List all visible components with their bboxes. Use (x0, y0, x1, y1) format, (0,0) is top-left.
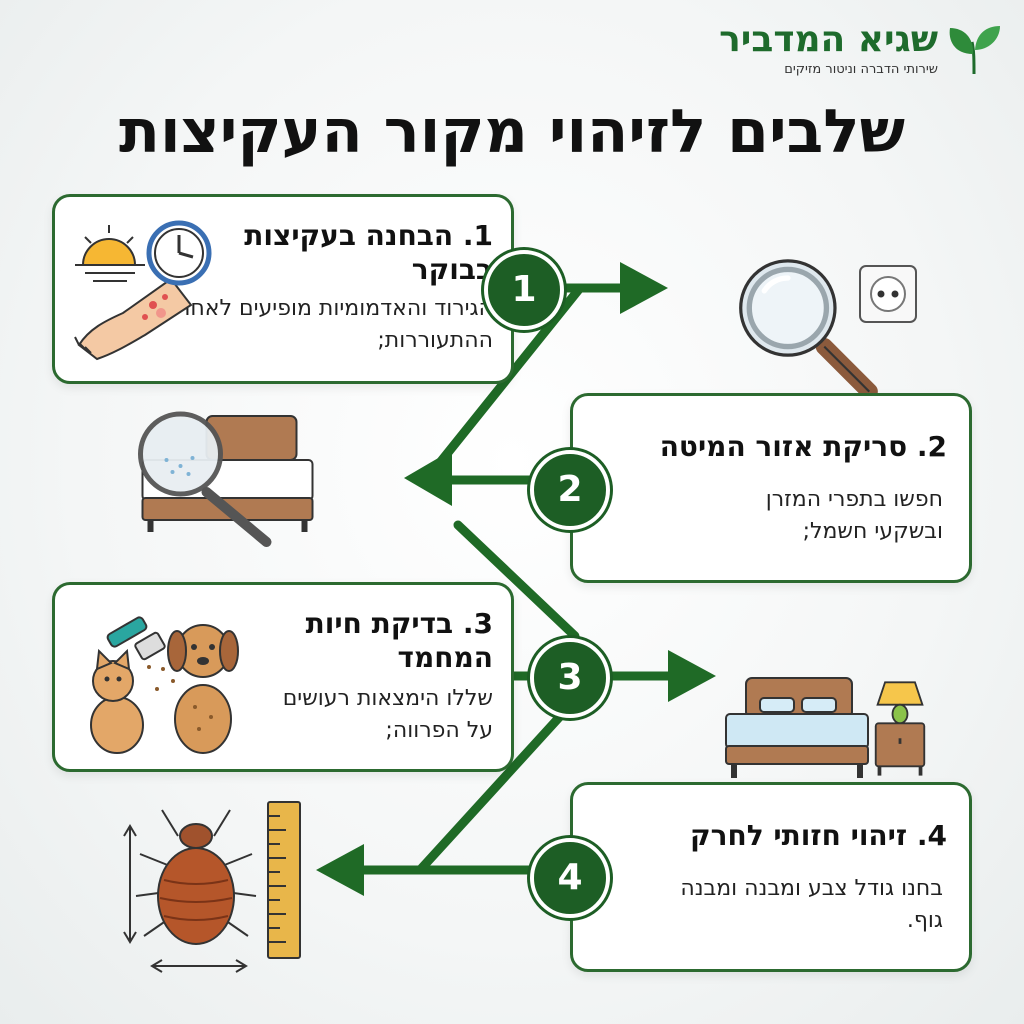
morning-bite-icon (74, 220, 212, 361)
arrow-head-1 (620, 262, 668, 314)
leaf-icon (949, 26, 1000, 75)
magnifier-icon (739, 259, 878, 401)
ruler-icon (267, 801, 301, 959)
bed-icon (725, 677, 869, 778)
step-1-badge: 1 (484, 250, 564, 330)
step-1-title: 1. הבחנה בעקיצות בבוקר (244, 219, 493, 286)
step-3-desc: שללו הימצאות רעושים על הפרווה; (282, 686, 493, 743)
brand-name: שגיא המדביר (719, 19, 938, 60)
step-4-badge: 4 (530, 838, 610, 918)
step-card-2: 2. סריקת אזור המיטה חפשו בתפרי המזרן ובש… (570, 393, 972, 583)
arm-icon (74, 277, 193, 361)
brand-tagline: שירותי הדברה וניטור מזיקים (784, 62, 938, 77)
step-1-desc: הגירוד והאדמומיות מופיעים לאחר ההתעוררות… (178, 296, 493, 353)
step-4-title: 4. זיהוי חזותי לחרק (690, 819, 947, 852)
page-title: שלבים לזיהוי מקור העקיצות (118, 97, 906, 167)
step-4-desc: בחנו גודל צבע ומבנה ומבנה גוף. (680, 876, 943, 933)
lamp-icon (874, 681, 926, 776)
power-outlet-icon (859, 265, 917, 323)
cat-icon (90, 648, 144, 754)
step-2-title: 2. סריקת אזור המיטה (659, 430, 947, 463)
arrow-head-3 (668, 650, 716, 702)
pets-icon (90, 616, 239, 754)
arrow-head-2 (404, 450, 452, 506)
arrow-head-4 (316, 844, 364, 896)
step-2-desc: חפשו בתפרי המזרן ובשקעי חשמל; (765, 487, 943, 544)
step-3-badge: 3 (530, 638, 610, 718)
step-2-badge: 2 (530, 450, 610, 530)
pet-brush-icon (106, 616, 166, 661)
sun-icon (75, 225, 145, 282)
dog-icon (167, 624, 239, 754)
step-3-title: 3. בדיקת חיות המחמד (305, 607, 493, 674)
mattress-magnifier-icon (138, 411, 314, 547)
bedbug-icon (123, 809, 257, 973)
step-card-4: 4. זיהוי חזותי לחרק בחנו גודל צבע ומבנה … (570, 782, 972, 972)
clock-icon (146, 220, 212, 286)
step-card-1: 1. הבחנה בעקיצות בבוקר הגירוד והאדמומיות… (52, 194, 514, 384)
brand-logo: שגיא המדביר שירותי הדברה וניטור מזיקים (719, 18, 1004, 82)
step-card-3: 3. בדיקת חיות המחמד שללו הימצאות רעושים … (52, 582, 514, 772)
